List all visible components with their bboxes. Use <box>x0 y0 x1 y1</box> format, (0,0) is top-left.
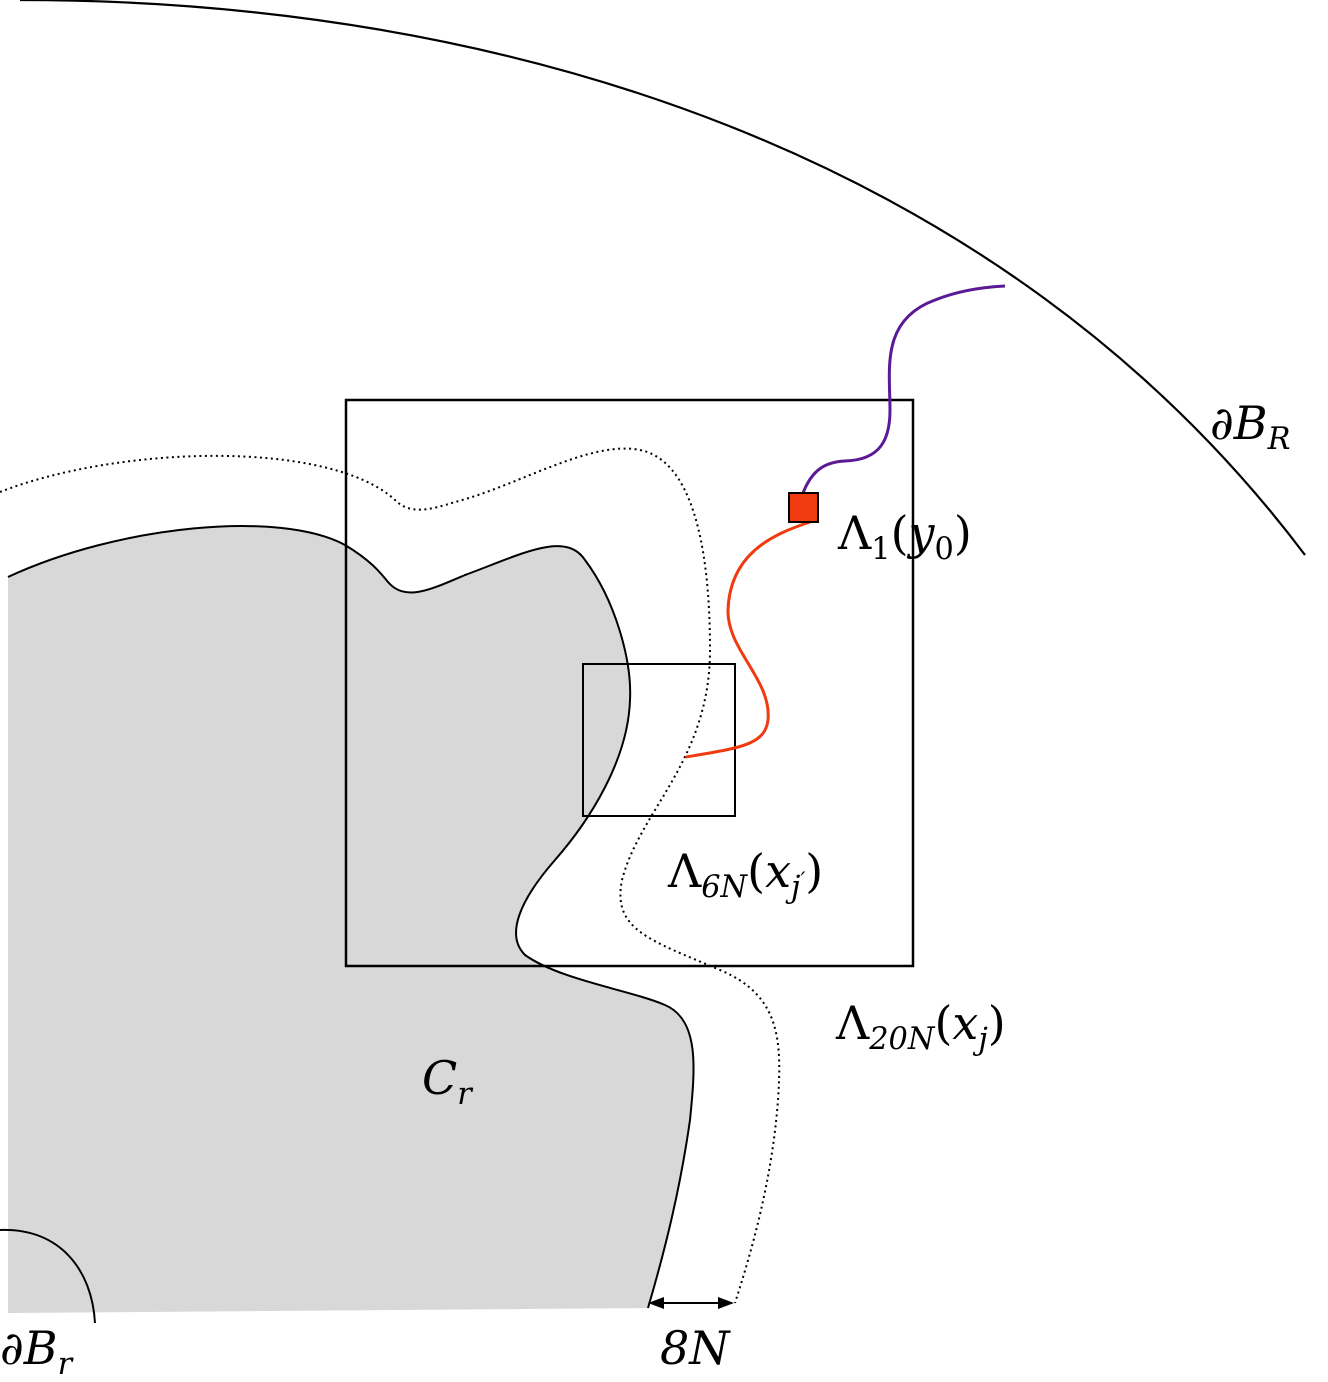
label-boundary-r-outer: ∂BR <box>1210 400 1290 454</box>
cluster-outline <box>7 525 695 1309</box>
label-lambda-6n-prime: ′ <box>800 868 806 894</box>
label-boundary-r-inner-sub: r <box>57 1346 73 1382</box>
width-arrow-left-head <box>648 1297 664 1309</box>
label-cluster-sub: r <box>457 1076 472 1112</box>
label-lambda-6n-var: x <box>765 844 792 898</box>
label-lambda-20n-close: ) <box>987 996 1006 1050</box>
purple-path <box>801 284 1006 494</box>
label-lambda-6n-open: ( <box>747 844 766 898</box>
label-boundary-r-inner-main: ∂B <box>0 1321 58 1375</box>
label-lambda-6n-varsub-wrap: j′ <box>791 870 805 905</box>
inner-boundary-arc <box>0 1228 96 1324</box>
cluster-region <box>8 526 694 1313</box>
label-lambda-1-varsub: 0 <box>934 531 954 567</box>
label-boundary-r-inner: ∂Br <box>0 1325 72 1379</box>
target-box-lambda-1 <box>788 492 819 523</box>
label-lambda-6n-main: Λ <box>668 844 702 898</box>
label-boundary-r-outer-sub: R <box>1267 421 1291 457</box>
label-lambda-1-open: ( <box>890 506 909 560</box>
width-arrow-right-head <box>718 1297 734 1309</box>
label-lambda-6n: Λ6N(xj′) <box>668 848 823 902</box>
label-cluster: Cr <box>422 1055 472 1109</box>
label-cluster-main: C <box>422 1051 458 1105</box>
label-lambda-20n-var: x <box>952 996 979 1050</box>
outer-boundary-arc <box>19 0 1306 556</box>
label-lambda-20n-main: Λ <box>836 996 870 1050</box>
label-lambda-1-sub: 1 <box>871 531 891 567</box>
label-lambda-20n-varsub: j <box>978 1021 988 1057</box>
dotted-boundary <box>0 447 781 1304</box>
box-lambda-20n <box>344 398 915 968</box>
red-path <box>685 520 811 759</box>
label-lambda-1: Λ1(y0) <box>838 510 972 564</box>
label-lambda-6n-varsub: j <box>791 869 801 905</box>
label-boundary-r-outer-main: ∂B <box>1210 396 1268 450</box>
label-width-8n-text: 8N <box>660 1321 730 1375</box>
label-lambda-1-var: y <box>908 506 935 560</box>
label-lambda-20n-open: ( <box>934 996 953 1050</box>
label-lambda-1-main: Λ <box>838 506 872 560</box>
box-lambda-6n <box>582 663 736 817</box>
label-lambda-1-close: ) <box>953 506 972 560</box>
label-lambda-6n-close: ) <box>805 844 824 898</box>
label-lambda-20n: Λ20N(xj) <box>836 1000 1006 1054</box>
label-lambda-6n-sub: 6N <box>701 869 748 905</box>
label-width-8n: 8N <box>660 1325 730 1371</box>
label-lambda-20n-sub: 20N <box>869 1021 935 1057</box>
